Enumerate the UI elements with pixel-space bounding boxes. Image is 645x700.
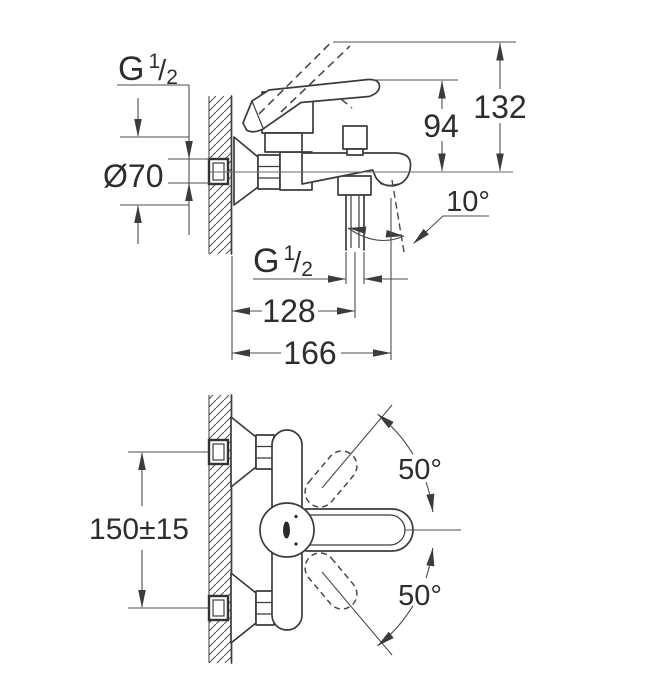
lower-radius-line [321, 571, 393, 656]
upper-wall-fitting [207, 438, 230, 466]
upper-escutcheon [230, 416, 257, 488]
shower-outlet-connector [337, 175, 372, 196]
lever-position-down-dashed [304, 552, 358, 610]
diameter-label: Ø70 [103, 158, 163, 194]
shower-outlet-pipe [345, 194, 365, 251]
lever-position-up-dashed [304, 450, 358, 508]
dim-132-label: 132 [473, 89, 526, 125]
water-stream-dashed [391, 179, 405, 253]
dim-connection-spacing: 150±15 [89, 451, 209, 609]
upper-radius-line [321, 404, 393, 489]
dim-128-label: 128 [262, 293, 315, 329]
angle-leader [413, 215, 489, 244]
spout-mouth [379, 182, 399, 186]
diverter-knob [342, 125, 368, 156]
lower-wall-fitting [207, 594, 230, 622]
wall-union-fitting [207, 157, 230, 186]
body-column [264, 132, 303, 153]
dim-128: 128 [231, 252, 356, 360]
center-distance-label: 150±15 [89, 513, 189, 546]
pivot-mark [283, 521, 290, 539]
dim-escutcheon-diameter: Ø70 [103, 98, 189, 244]
lever-heel-line [251, 100, 264, 129]
faucet-body-side [210, 41, 513, 251]
spout-angle-label: 10° [446, 186, 490, 218]
lower-escutcheon [230, 572, 257, 644]
faucet-body-front [230, 416, 414, 644]
dim-heights: 94 132 [333, 41, 527, 172]
angle-arc [347, 227, 405, 242]
lever-raised-dashed [258, 41, 353, 115]
dim-94-label: 94 [423, 108, 459, 144]
dim-166-label: 166 [283, 335, 336, 371]
dim-swing-angles: 50° 50° [321, 404, 461, 656]
wall-section-front [208, 394, 233, 664]
escutcheon-side [233, 136, 259, 206]
front-view: 150±15 50° 50° [89, 394, 461, 664]
lever-handle-side [242, 78, 381, 133]
swing-angle-upper-label: 50° [398, 454, 442, 486]
dim-spout-angle: 10° [347, 179, 490, 253]
wall-hatch-front [209, 395, 232, 663]
dim-166: 166 [232, 198, 392, 371]
swing-angle-lower-label: 50° [398, 580, 442, 612]
